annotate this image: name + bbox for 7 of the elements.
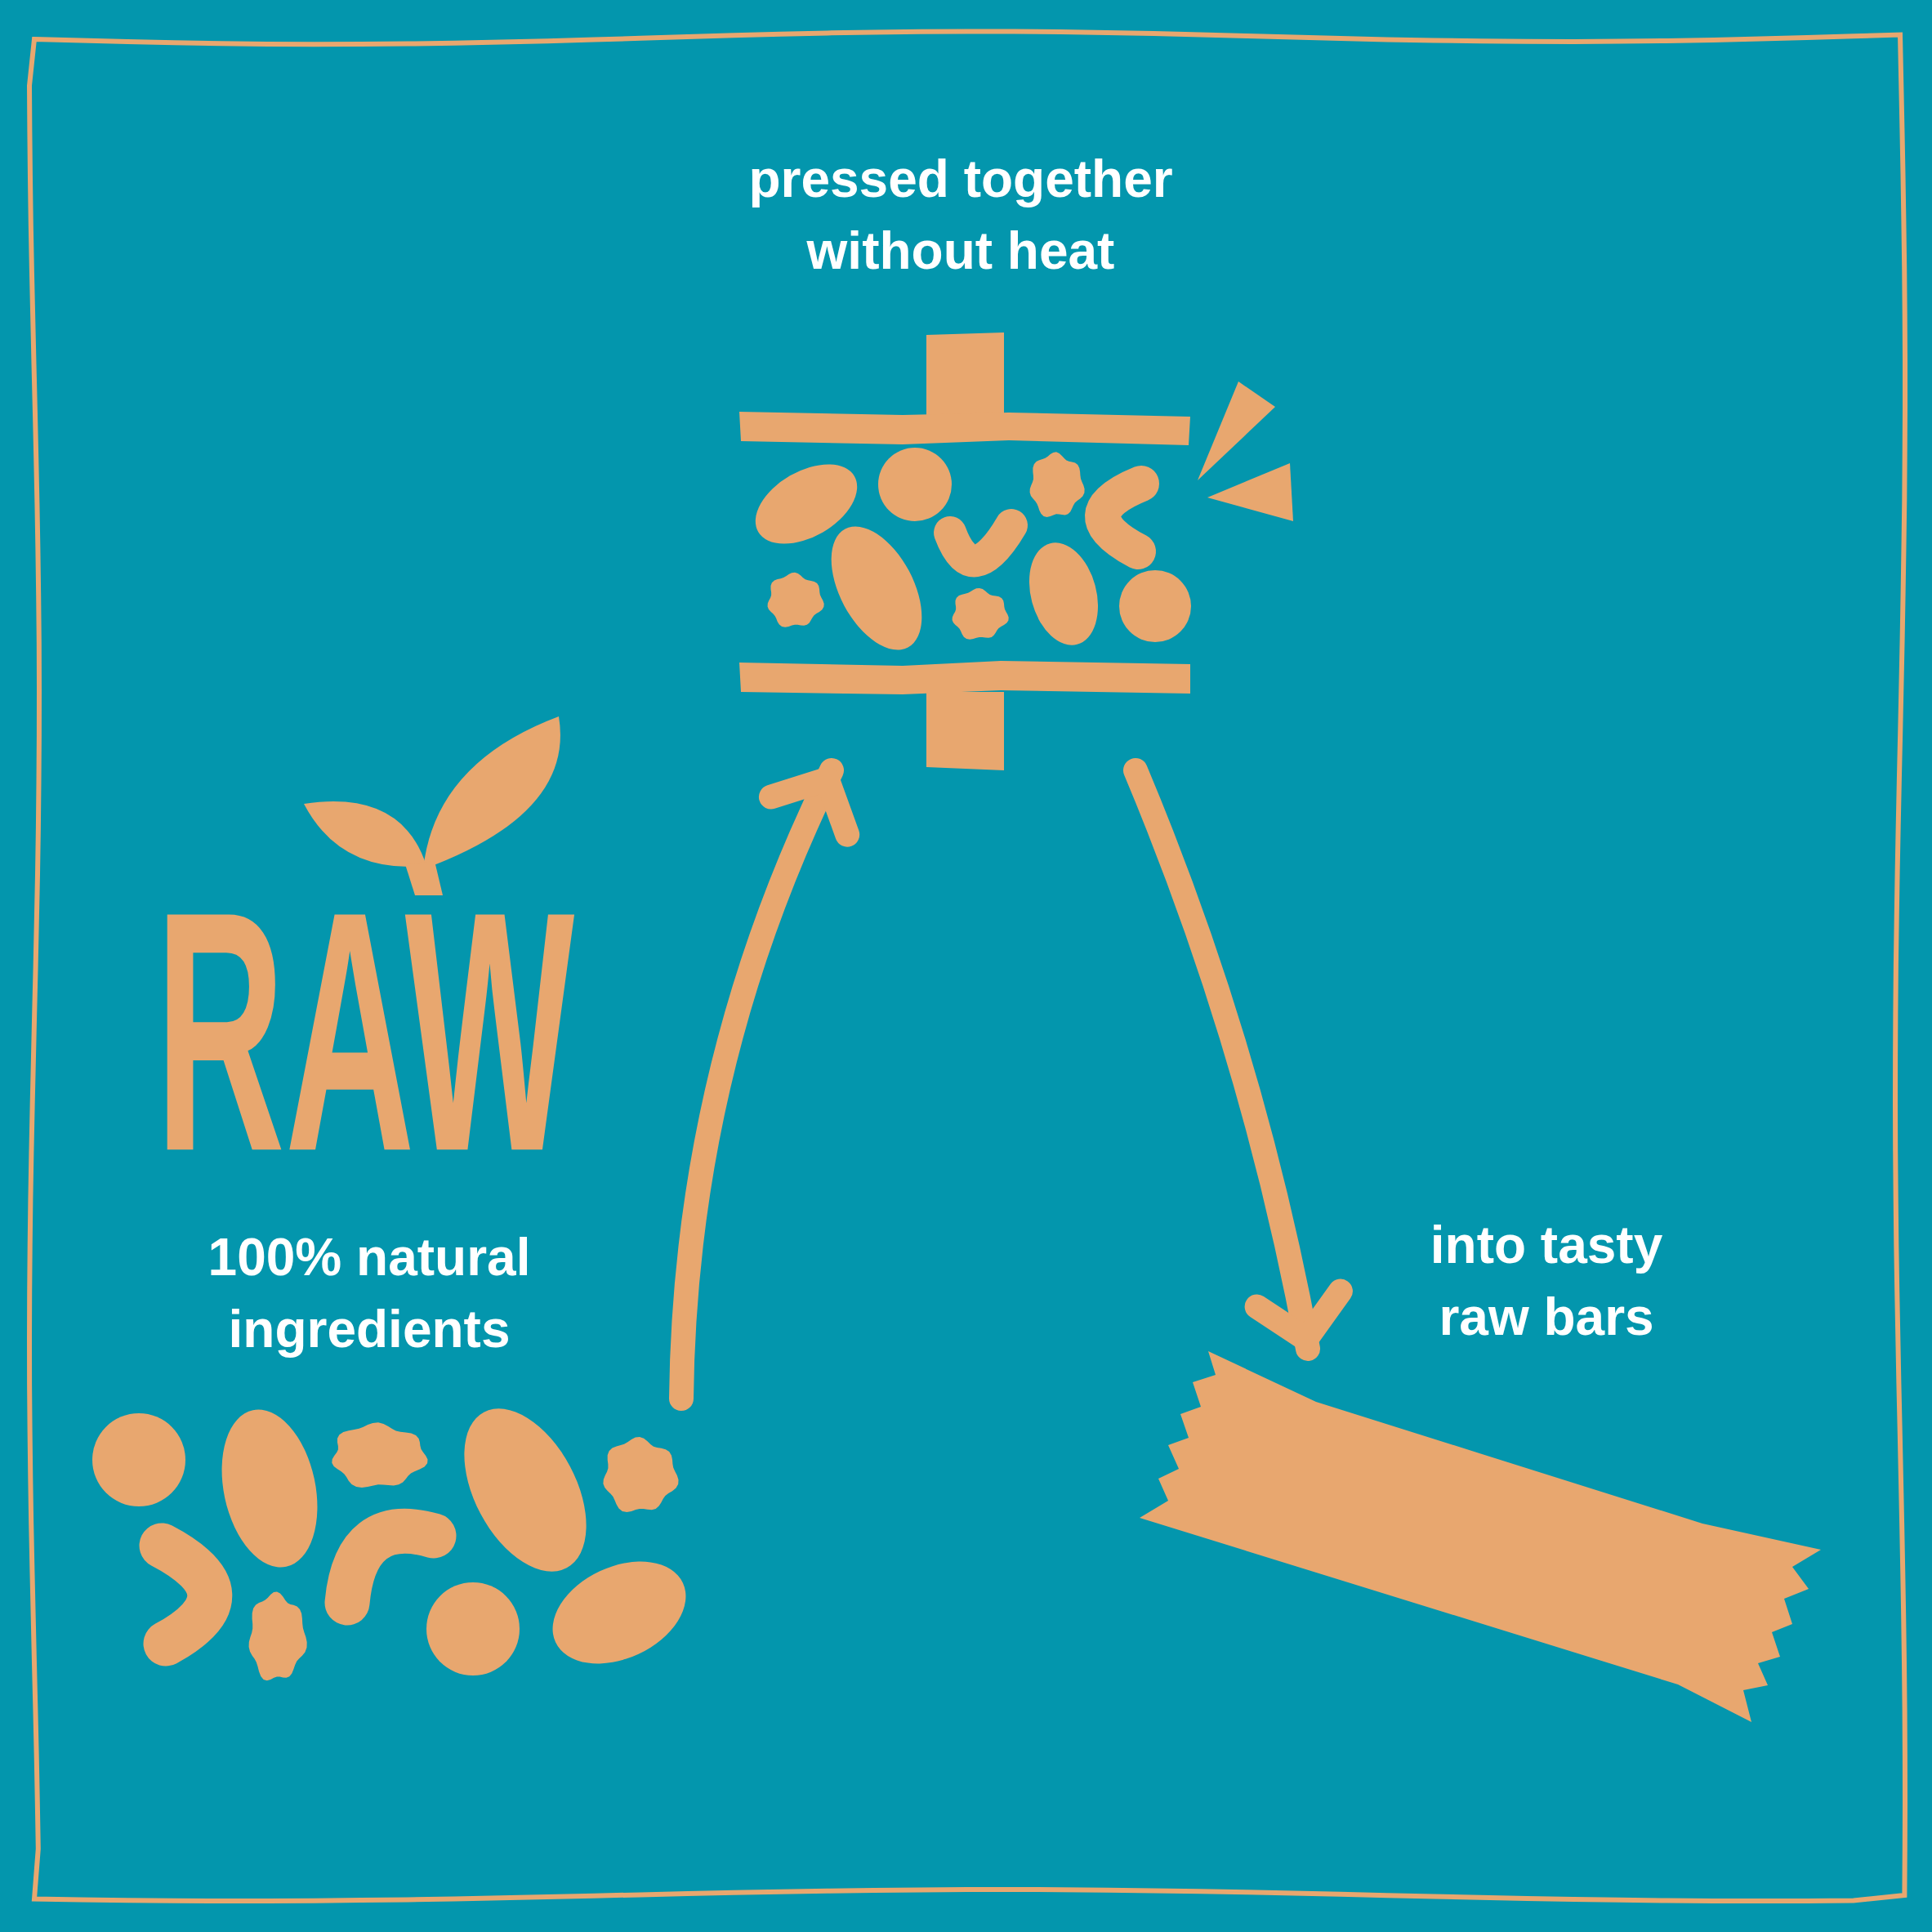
- step-caption: 100% natural ingredients: [207, 1227, 532, 1360]
- raw-lettering: RAW: [154, 889, 576, 1178]
- arrow: [669, 758, 861, 1411]
- step-caption: into tasty raw bars: [1429, 1215, 1664, 1348]
- snack-bar-illustration: [1140, 1349, 1821, 1722]
- step-caption: pressed together without heat: [747, 149, 1174, 282]
- arrow: [1123, 758, 1353, 1361]
